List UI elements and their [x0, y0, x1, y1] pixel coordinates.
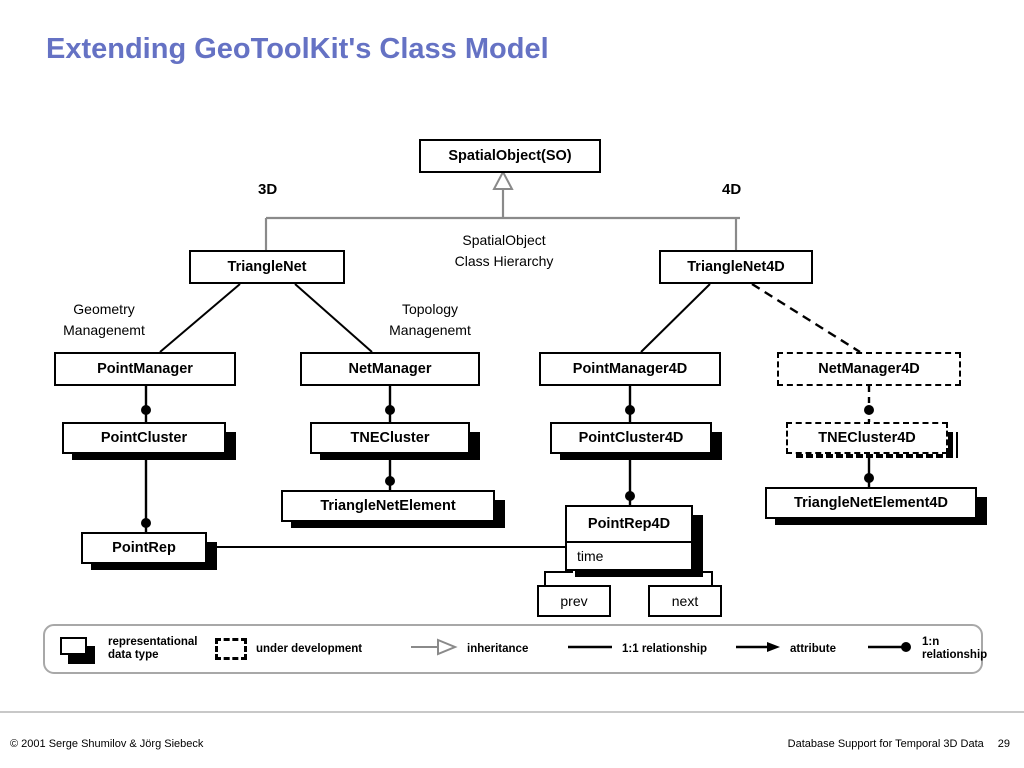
legend-label-under-development: under development	[256, 642, 363, 655]
node-triangle-net[interactable]: TriangleNet	[189, 250, 345, 284]
legend-label-inheritance: inheritance	[467, 642, 529, 655]
node-net-manager-4d[interactable]: NetManager4D	[777, 352, 961, 386]
footer-divider	[0, 711, 1024, 713]
footer-right: Database Support for Temporal 3D Data 29	[788, 738, 1010, 750]
node-point-rep-4d[interactable]: PointRep4D time	[565, 505, 693, 571]
legend-item-under-development: under development	[215, 626, 362, 672]
legend-item-inheritance: inheritance	[410, 626, 528, 672]
class-model-diagram: 3D 4D SpatialObject Class Hierarchy Geom…	[54, 139, 987, 617]
node-point-cluster[interactable]: PointCluster	[62, 422, 226, 454]
node-point-rep[interactable]: PointRep	[81, 532, 207, 564]
node-triangle-net-element-4d[interactable]: TriangleNetElement4D	[765, 487, 977, 519]
node-net-manager[interactable]: NetManager	[300, 352, 480, 386]
dashed-box-icon	[215, 638, 247, 660]
hierarchy-note-line2: Class Hierarchy	[454, 253, 554, 269]
legend-label-one-to-n: 1:n relationship	[922, 636, 988, 661]
node-tne-cluster-4d[interactable]: TNECluster4D	[786, 422, 948, 454]
node-triangle-net-4d[interactable]: TriangleNet4D	[659, 250, 813, 284]
hierarchy-note-line1: SpatialObject	[462, 232, 546, 248]
node-prev[interactable]: prev	[537, 585, 611, 617]
node-point-manager[interactable]: PointManager	[54, 352, 236, 386]
footer-page-number: 29	[997, 738, 1010, 750]
node-tne-cluster[interactable]: TNECluster	[310, 422, 470, 454]
geometry-note-line1: Geometry	[73, 301, 135, 317]
representational-data-type-icon	[59, 634, 99, 664]
topology-note-line2: Managenemt	[389, 322, 471, 338]
node-point-rep-4d-attribute: time	[577, 548, 604, 564]
geometry-note-line2: Managenemt	[63, 322, 145, 338]
branch-label-3d: 3D	[258, 181, 278, 198]
legend-item-representational-data-type: representational data type	[59, 626, 197, 672]
topology-note-line1: Topology	[401, 301, 459, 317]
page-title: Extending GeoToolKit's Class Model	[46, 33, 549, 65]
footer-copyright: © 2001 Serge Shumilov & Jörg Siebeck	[10, 738, 204, 750]
solid-arrow-icon	[735, 640, 781, 659]
footer-talk-title: Database Support for Temporal 3D Data	[787, 738, 984, 750]
branch-label-4d: 4D	[722, 181, 742, 198]
legend-item-attribute: attribute	[735, 626, 836, 672]
legend-item-one-to-one: 1:1 relationship	[567, 626, 707, 672]
legend-label-one-to-one: 1:1 relationship	[622, 642, 707, 655]
legend-label-attribute: attribute	[790, 642, 836, 655]
line-with-dot-icon	[867, 640, 913, 659]
node-point-manager-4d[interactable]: PointManager4D	[539, 352, 721, 386]
legend-label-representational-data-type: representational data type	[108, 636, 198, 661]
node-next[interactable]: next	[648, 585, 722, 617]
node-spatial-object[interactable]: SpatialObject(SO)	[419, 139, 601, 173]
legend: representational data type under develop…	[43, 624, 987, 674]
node-point-cluster-4d[interactable]: PointCluster4D	[550, 422, 712, 454]
node-point-rep-4d-name: PointRep4D	[567, 507, 691, 543]
node-triangle-net-element[interactable]: TriangleNetElement	[281, 490, 495, 522]
legend-item-one-to-n: 1:n relationship	[867, 626, 987, 672]
plain-line-icon	[567, 640, 613, 658]
inheritance-arrow-icon	[410, 638, 458, 661]
diagram-edges	[141, 169, 874, 585]
